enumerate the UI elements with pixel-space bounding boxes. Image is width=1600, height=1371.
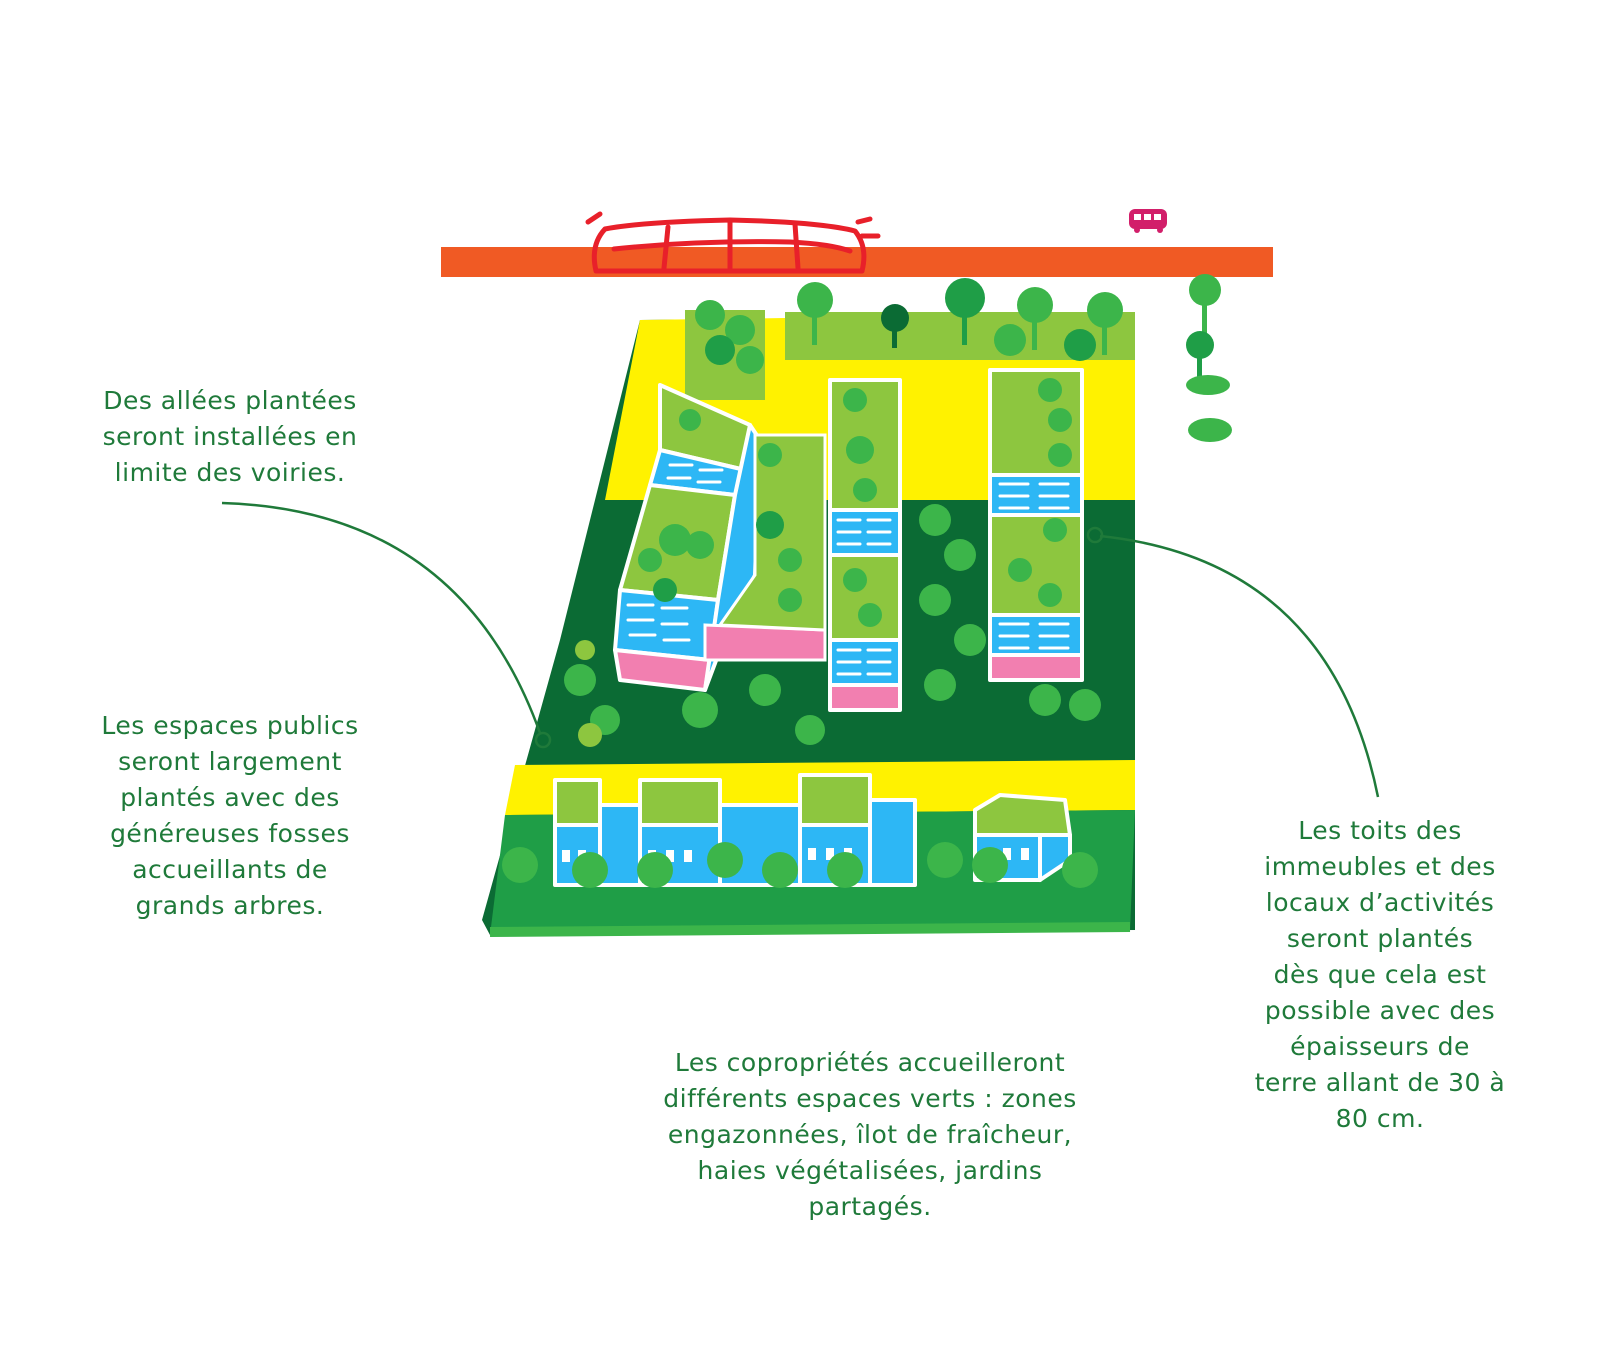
tram-icon [585,211,881,274]
connector-alleys [221,501,542,734]
annotation-public-spaces: Les espaces publics seront largement pla… [80,708,380,924]
annotation-line: partagés. [808,1192,932,1221]
annotation-line: plantés avec des [120,783,340,812]
annotation-line: limite des voiries. [114,458,346,487]
annotation-line: Les toits des [1298,816,1462,845]
annotation-line: haies végétalisées, jardins [697,1156,1043,1185]
annotation-alleys: Des allées plantées seront installées en… [80,383,380,491]
annotation-line: terre allant de 30 à [1254,1068,1506,1097]
annotation-line: possible avec des [1264,996,1496,1025]
tree-icon [502,274,1232,888]
annotation-line: 80 cm. [1335,1104,1425,1133]
annotation-line: immeubles et des [1264,852,1496,881]
annotation-line: engazonnées, îlot de fraîcheur, [667,1120,1073,1149]
annotation-line: Des allées plantées [103,386,357,415]
annotation-roofs: Les toits des immeubles et des locaux d’… [1225,813,1535,1137]
annotation-line: généreuses fosses [110,819,350,848]
annotation-line: seront largement [118,747,342,776]
annotation-condos: Les copropriétés accueilleront différent… [640,1045,1100,1225]
annotation-line: épaisseurs de [1290,1032,1470,1061]
annotation-line: seront installées en [102,422,358,451]
connector-roofs [1099,534,1380,798]
annotation-line: Les espaces publics [101,711,359,740]
annotation-line: accueillants de [132,855,328,884]
annotation-line: locaux d’activités [1265,888,1495,917]
annotation-line: seront plantés [1286,924,1474,953]
annotation-line: différents espaces verts : zones [663,1084,1077,1113]
annotation-line: Les copropriétés accueilleront [674,1048,1066,1077]
bus-icon [1129,209,1167,233]
annotation-line: grands arbres. [135,891,325,920]
annotation-line: dès que cela est [1273,960,1487,989]
